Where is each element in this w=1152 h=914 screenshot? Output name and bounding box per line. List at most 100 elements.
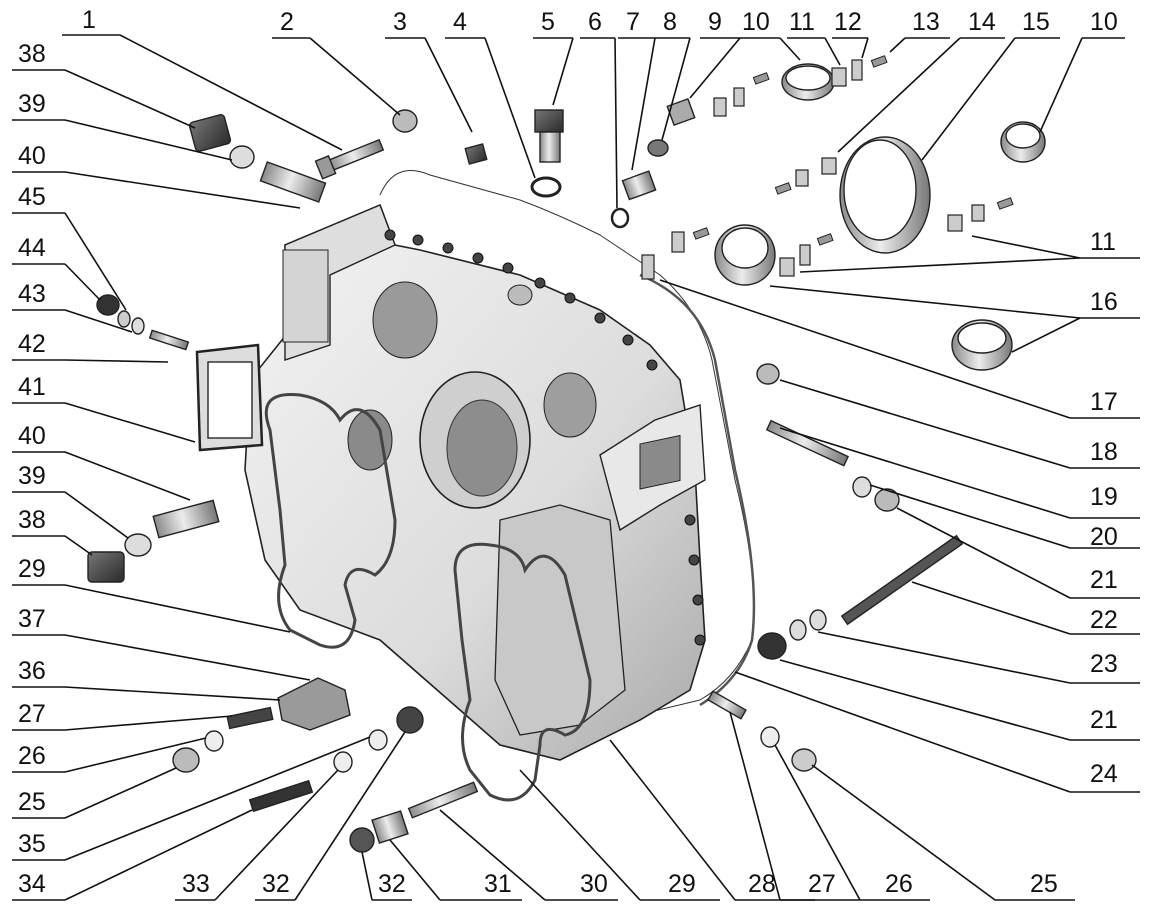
- gearbox-housing: [244, 170, 755, 761]
- part-34-bolt: [248, 779, 314, 813]
- part-25-nut-left: [172, 747, 200, 773]
- callout-7: 7: [626, 8, 640, 36]
- part-33-washer: [333, 751, 353, 773]
- part-22-long-bolt: [840, 534, 964, 626]
- part-45-washer: [117, 310, 131, 328]
- callout-4: 4: [453, 8, 467, 36]
- callout-38-top: 38: [18, 40, 46, 68]
- callout-29-bottom: 29: [668, 870, 696, 898]
- callout-39-lower: 39: [18, 462, 46, 490]
- part-8-fitting: [647, 139, 669, 157]
- callout-32-a: 32: [262, 870, 290, 898]
- leader-lines: [12, 34, 1140, 901]
- part-5-breather: [534, 109, 564, 163]
- callout-44: 44: [18, 234, 46, 262]
- callout-34: 34: [18, 870, 46, 898]
- callout-15: 15: [1022, 8, 1050, 36]
- callout-20: 20: [1090, 523, 1118, 551]
- housing-bolt-row: [384, 229, 706, 646]
- bore-left: [347, 409, 393, 471]
- callout-1: 1: [82, 6, 96, 34]
- callout-17: 17: [1090, 388, 1118, 416]
- part-16-ring: [951, 319, 1013, 371]
- part-11-clips: [641, 59, 985, 280]
- part-7-fitting: [621, 170, 657, 201]
- callout-31: 31: [484, 870, 512, 898]
- part-10-ring-top: [781, 63, 835, 101]
- gasket-center: [453, 542, 592, 802]
- part-23-washer-a: [789, 619, 807, 641]
- callout-12: 12: [834, 8, 862, 36]
- callout-37: 37: [18, 605, 46, 633]
- callout-45: 45: [18, 183, 46, 211]
- part-39-washer-top: [229, 145, 255, 169]
- callout-5: 5: [541, 8, 555, 36]
- callout-14: 14: [968, 8, 996, 36]
- callout-40-top: 40: [18, 142, 46, 170]
- callout-21-lower: 21: [1090, 706, 1118, 734]
- bore-upper: [372, 281, 438, 359]
- callout-10-right: 10: [1090, 8, 1118, 36]
- part-40-pin-top: [259, 161, 327, 203]
- part-15-ring-large: [839, 136, 931, 254]
- callout-43: 43: [18, 280, 46, 308]
- callout-21-upper: 21: [1090, 566, 1118, 594]
- part-9-nut: [666, 97, 696, 127]
- part-13-screws: [692, 55, 1014, 246]
- callout-33: 33: [182, 870, 210, 898]
- bore-right: [543, 372, 597, 438]
- part-4-oring: [530, 176, 562, 198]
- callout-38-lower: 38: [18, 506, 46, 534]
- part-38-nut-top: [188, 114, 232, 152]
- callout-35: 35: [18, 830, 46, 858]
- part-26-washer-left: [204, 730, 224, 752]
- callout-42: 42: [18, 330, 46, 358]
- callout-3: 3: [393, 8, 407, 36]
- callout-36: 36: [18, 657, 46, 685]
- part-21-nut-lower: [757, 632, 787, 660]
- callout-30: 30: [580, 870, 608, 898]
- housing-lower-block: [494, 504, 626, 736]
- gasket-41-window: [207, 361, 253, 439]
- part-ring-middle: [714, 224, 776, 286]
- bore-center-inner: [446, 399, 518, 497]
- callout-labels: 1 2 3 4 5 6 7 8 9 10 11 12 13 14 15 10 3…: [18, 6, 1118, 898]
- part-3-plug: [464, 143, 488, 165]
- part-42-stud: [148, 329, 190, 351]
- callout-13: 13: [912, 8, 940, 36]
- callout-39-top: 39: [18, 90, 46, 118]
- callout-8: 8: [663, 8, 677, 36]
- part-20-washer: [852, 476, 872, 498]
- callout-10-top: 10: [742, 8, 770, 36]
- callout-22: 22: [1090, 606, 1118, 634]
- part-26-washer-right: [760, 726, 780, 748]
- part-44-nut: [96, 294, 120, 316]
- callout-2: 2: [280, 8, 294, 36]
- part-27-stud-left: [226, 706, 274, 730]
- part-43-washer: [131, 317, 145, 335]
- part-2-nut: [392, 109, 418, 133]
- part-32-nut-lower: [349, 827, 375, 853]
- callout-25-bottom: 25: [1030, 870, 1058, 898]
- part-6-ring: [610, 207, 630, 229]
- callout-27-left: 27: [18, 700, 46, 728]
- part-38-nut-lower: [87, 551, 125, 583]
- callout-26-bottom: 26: [885, 870, 913, 898]
- part-18-nut: [756, 363, 780, 385]
- part-28-stud: [707, 690, 747, 720]
- part-23-washer-b: [809, 609, 827, 631]
- part-39-washer-lower: [124, 533, 152, 557]
- callout-24: 24: [1090, 760, 1118, 788]
- callout-18: 18: [1090, 438, 1118, 466]
- part-1-bolt: [314, 138, 385, 180]
- part-31-spacer: [371, 810, 409, 844]
- part-35-washer: [368, 729, 388, 751]
- part-30-stud: [407, 781, 479, 819]
- callout-28: 28: [748, 870, 776, 898]
- part-10-ring-right: [1000, 121, 1046, 163]
- callout-32-b: 32: [378, 870, 406, 898]
- gasket-right: [639, 273, 756, 707]
- callout-27-bottom: 27: [808, 870, 836, 898]
- callout-19: 19: [1090, 483, 1118, 511]
